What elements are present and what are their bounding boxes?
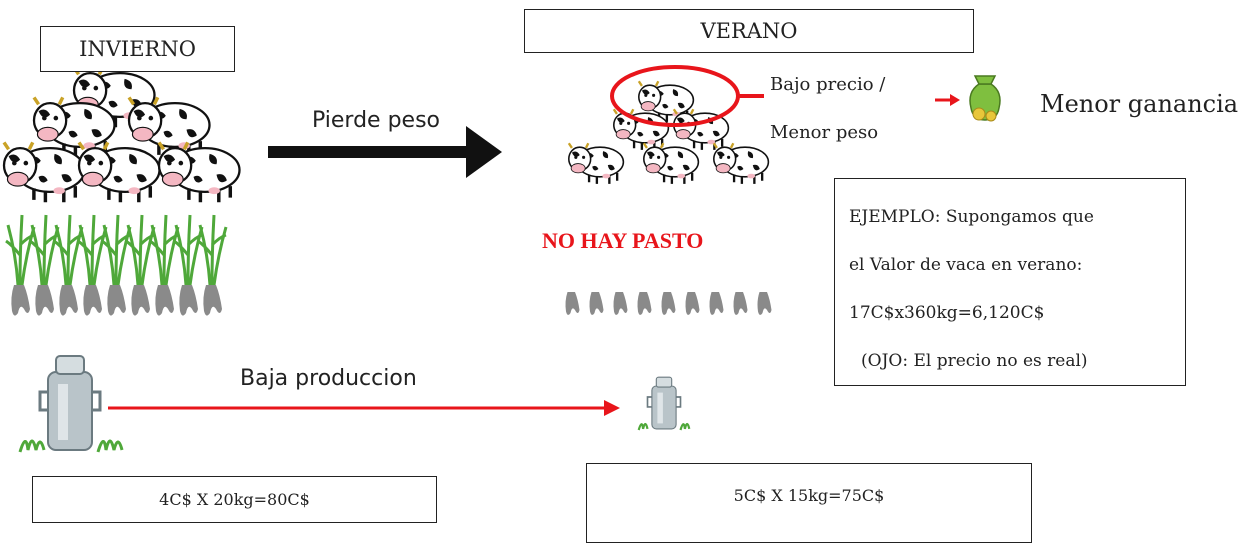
example-line4: (OJO: El precio no es real) (861, 351, 1088, 371)
weight-loss-arrow-icon (268, 126, 502, 178)
grass-icon (4, 213, 36, 287)
cow-icon (567, 142, 625, 186)
cow-icon (157, 140, 242, 204)
callout-line1: Bajo precio / (770, 74, 886, 95)
roots-icon (709, 292, 724, 315)
summer-calculation-box: 5C$ X 15kg=75C$ (586, 463, 1032, 543)
cow-icon (712, 142, 770, 186)
roots-icon (565, 292, 580, 315)
grass-icon (76, 213, 108, 287)
roots-icon (757, 292, 772, 315)
cow-icon (642, 142, 700, 186)
no-grass-label: NO HAY PASTO (542, 228, 704, 253)
milk-can-icon (637, 376, 691, 431)
grass-icon (28, 213, 60, 287)
cow-icon (2, 140, 87, 204)
grass-icon (172, 213, 204, 287)
grass-icon (100, 213, 132, 287)
weight-loss-label: Pierde peso (312, 108, 441, 133)
cow-icon (77, 140, 162, 204)
winter-calculation: 4C$ X 20kg=80C$ (32, 476, 437, 523)
roots-icon (637, 292, 652, 315)
grass-icon (148, 213, 180, 287)
example-line1: EJEMPLO: Supongamos que (849, 207, 1094, 227)
roots-icon (589, 292, 604, 315)
summer-roots (565, 292, 772, 315)
summer-title: VERANO (524, 9, 974, 53)
production-label: Baja produccion (240, 366, 417, 391)
grass-icon (52, 213, 84, 287)
winter-cows (2, 65, 242, 204)
summer-calculation: 5C$ X 15kg=75C$ (733, 486, 885, 505)
callout-line2: Menor peso (770, 122, 879, 143)
result-arrow-icon (935, 94, 960, 106)
result-label: Menor ganancia (1040, 90, 1239, 118)
roots-icon (661, 292, 676, 315)
example-box: EJEMPLO: Supongamos que el Valor de vaca… (834, 178, 1186, 386)
production-arrow-icon (108, 400, 620, 416)
grass-icon (196, 213, 228, 287)
roots-icon (685, 292, 700, 315)
winter-grass (4, 213, 228, 316)
milk-can-icon (18, 354, 124, 453)
money-bag-icon (969, 75, 1001, 122)
roots-icon (613, 292, 628, 315)
winter-title: INVIERNO (40, 26, 235, 72)
example-line2: el Valor de vaca en verano: (849, 255, 1083, 275)
roots-icon (733, 292, 748, 315)
grass-icon (124, 213, 156, 287)
example-line3: 17C$x360kg=6,120C$ (849, 303, 1045, 323)
